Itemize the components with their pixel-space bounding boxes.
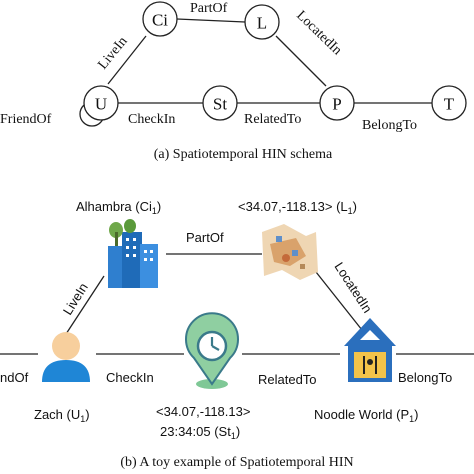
- person-user-icon: [42, 332, 90, 382]
- example-edge-locatedin: [315, 271, 363, 331]
- schema-label-p: P: [332, 95, 341, 114]
- example-edge-label-partof: PartOf: [186, 230, 224, 245]
- city-building-icon: [108, 219, 158, 288]
- schema-edge-label-checkin: CheckIn: [128, 112, 175, 127]
- example-node-labels: Alhambra (Ci1) <34.07,-118.13> (L1) Zach…: [34, 199, 419, 441]
- schema-label-ci: Ci: [152, 11, 168, 30]
- location-l1-label: <34.07,-118.13> (L1): [238, 199, 357, 216]
- noodle-world-label: Noodle World (P1): [314, 407, 419, 424]
- schema-node-ci: [142, 1, 178, 37]
- schema-node-t: [431, 85, 467, 121]
- schema-panel: [79, 18, 432, 127]
- example-edge-label-livein: LiveIn: [60, 280, 91, 317]
- schema-edge-l-p: [275, 35, 327, 87]
- example-caption: (b) A toy example of Spatiotemporal HIN: [120, 455, 353, 470]
- schema-node-l: [244, 4, 280, 40]
- schema-edge-u-ci: [107, 35, 147, 85]
- schema-node-u: [83, 85, 119, 121]
- schema-node-labels: Ci L U St P T: [95, 11, 455, 114]
- example-edge-label-relatedto: RelatedTo: [258, 372, 317, 387]
- schema-node-p: [319, 85, 355, 121]
- schema-edge-label-livein: LiveIn: [95, 34, 130, 72]
- schema-nodes: [83, 1, 467, 121]
- schema-edge-label-belongto: BelongTo: [362, 118, 417, 133]
- example-edge-livein: [65, 275, 105, 335]
- example-edge-label-checkin: CheckIn: [106, 370, 154, 385]
- st1-coords-label: <34.07,-118.13>: [156, 404, 250, 419]
- st1-time-label: 23:34:05 (St1): [160, 424, 240, 441]
- zach-label: Zach (U1): [34, 407, 90, 424]
- alhambra-label: Alhambra (Ci1): [76, 199, 161, 216]
- restaurant-house-icon: [344, 318, 396, 382]
- example-edge-label-belongto: BelongTo: [398, 370, 452, 385]
- schema-label-t: T: [444, 95, 455, 114]
- schema-label-l: L: [257, 14, 267, 33]
- example-edges: [0, 253, 474, 355]
- example-edge-label-locatedin: LocatedIn: [331, 259, 375, 315]
- schema-edge-ci-l: [176, 18, 246, 23]
- schema-edge-label-relatedto: RelatedTo: [244, 112, 301, 127]
- schema-edge-label-friendof: FriendOf: [0, 112, 52, 127]
- schema-edge-label-locatedin: LocatedIn: [293, 8, 344, 58]
- schema-node-st: [202, 85, 238, 121]
- schema-edge-label-partof: PartOf: [190, 1, 228, 16]
- schema-caption: (a) Spatiotemporal HIN schema: [154, 147, 333, 162]
- map-location-icon: [262, 224, 318, 280]
- schema-label-st: St: [213, 95, 227, 114]
- location-pin-clock-icon: [185, 312, 239, 389]
- schema-label-u: U: [95, 95, 107, 114]
- example-edge-label-friendof: ndOf: [0, 370, 29, 385]
